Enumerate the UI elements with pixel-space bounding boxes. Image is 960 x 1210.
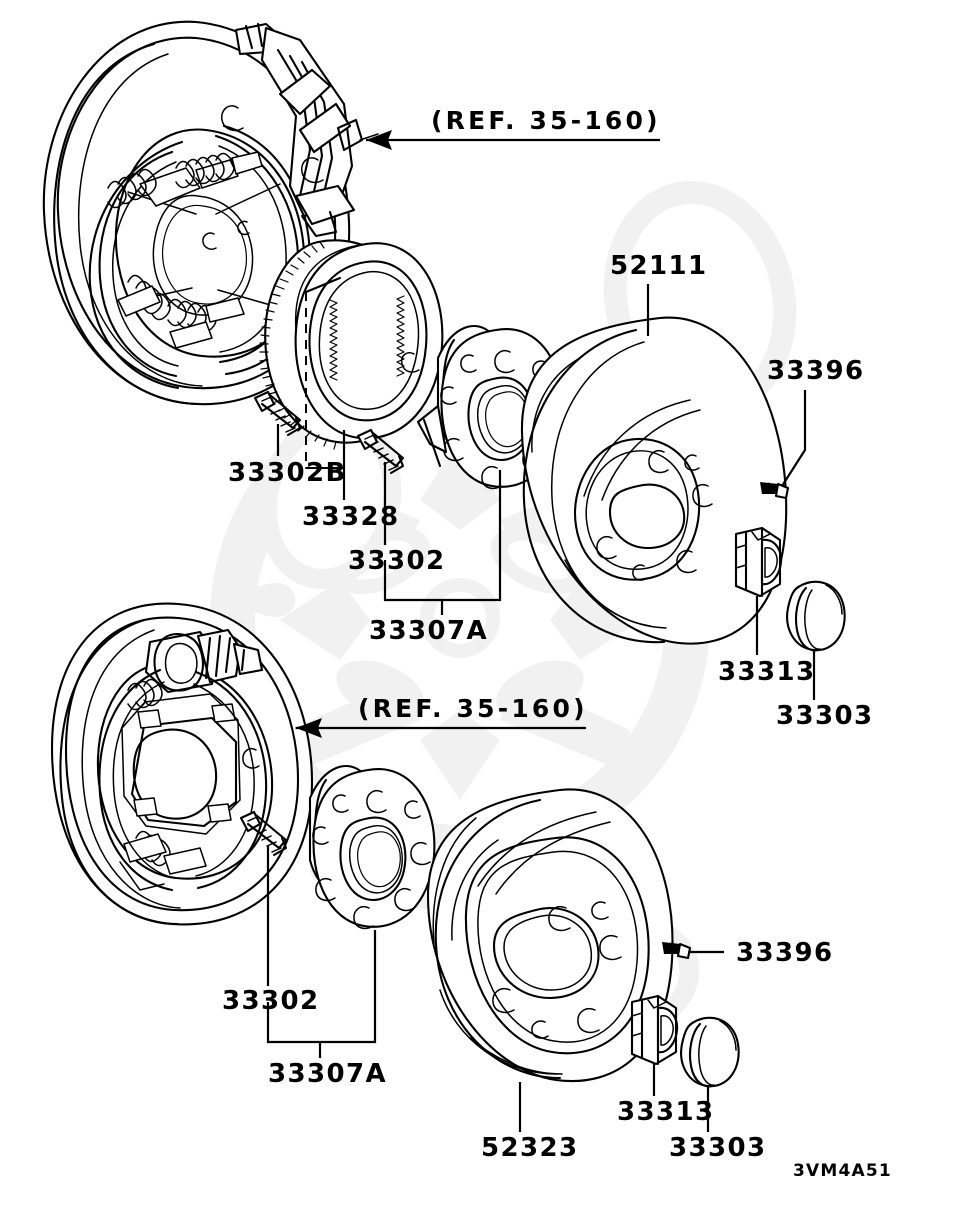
- wheel-stud-33302-upper: [356, 428, 405, 475]
- part-label-33307A-upper: 33307A: [369, 616, 488, 646]
- part-label-33313-lower: 33313: [617, 1097, 715, 1127]
- reference-label-top: (REF. 35-160): [431, 106, 661, 135]
- lower-backing-plate-assembly: [50, 602, 314, 926]
- tone-ring-teeth: [259, 241, 337, 450]
- part-label-33396-upper: 33396: [767, 356, 865, 386]
- part-label-52323: 52323: [481, 1133, 579, 1163]
- ref-leader-upper: [366, 130, 660, 150]
- dust-cap-33303-lower: [680, 1016, 740, 1088]
- set-screw-33396-upper: [760, 482, 790, 500]
- ref-leader-lower: [296, 718, 586, 738]
- part-label-33303-lower: 33303: [669, 1133, 767, 1163]
- part-label-52111: 52111: [610, 251, 708, 281]
- part-label-33302-lower: 33302: [222, 986, 320, 1016]
- wheel-stud-33302-lower: [239, 810, 288, 857]
- disc-lug-holes: [596, 450, 713, 581]
- castle-nut-33313-upper: [734, 526, 783, 598]
- brake-disc-52111: [520, 316, 788, 645]
- wheel-cylinder-lower: [144, 628, 264, 694]
- part-label-33328: 33328: [302, 502, 400, 532]
- part-label-33303-upper: 33303: [776, 701, 874, 731]
- abs-tone-ring-33328: [259, 239, 444, 450]
- wheel-hub-33307A-lower: [308, 765, 436, 930]
- part-label-33396-lower: 33396: [736, 938, 834, 968]
- parking-brake-lever-upper: [220, 22, 364, 238]
- reference-label-bottom: (REF. 35-160): [358, 694, 588, 723]
- leader-lines: [266, 284, 816, 1132]
- part-label-33302-upper: 33302: [348, 546, 446, 576]
- part-label-33307A-lower: 33307A: [268, 1059, 387, 1089]
- hub-lug-holes-lower: [312, 790, 431, 930]
- part-label-33302B: 33302B: [228, 458, 347, 488]
- castle-nut-33313-lower: [630, 994, 679, 1066]
- dust-cap-33303-upper: [786, 580, 846, 652]
- set-screw-33396-lower: [662, 942, 724, 960]
- brake-drum-52323: [426, 788, 674, 1083]
- part-label-33313-upper: 33313: [718, 657, 816, 687]
- wheel-stud-33302B: [253, 390, 302, 437]
- drum-lug-holes: [492, 901, 622, 1039]
- diagram-code: 3VM4A51: [793, 1161, 892, 1181]
